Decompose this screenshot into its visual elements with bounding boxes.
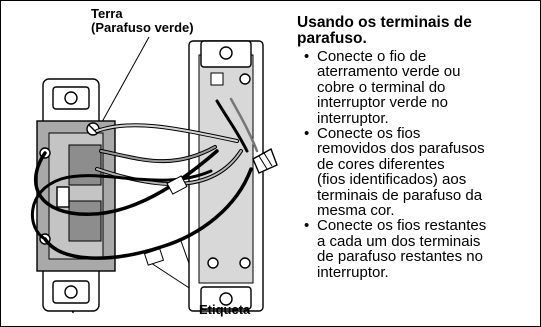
electrical-box <box>188 40 278 312</box>
wire-tags <box>143 175 188 266</box>
switch-device <box>36 78 116 312</box>
label-etiqueta: Etiqueta <box>199 302 251 317</box>
instruction-item: Conecte os fios restantes a cada um dos … <box>297 218 540 280</box>
label-terra: Terra (Parafuso verde) <box>91 6 194 35</box>
wiring-diagram <box>30 36 278 314</box>
instructions-list: Conecte o fio de aterramento verde ou co… <box>297 49 540 280</box>
instructions-panel: Usando os terminais de parafuso. Conecte… <box>297 14 540 280</box>
instruction-item: Conecte o fio de aterramento verde ou co… <box>297 49 540 126</box>
instruction-item: Conecte os fios removidos dos parafusos … <box>297 126 540 219</box>
instructions-heading: Usando os terminais de parafuso. <box>297 14 472 47</box>
